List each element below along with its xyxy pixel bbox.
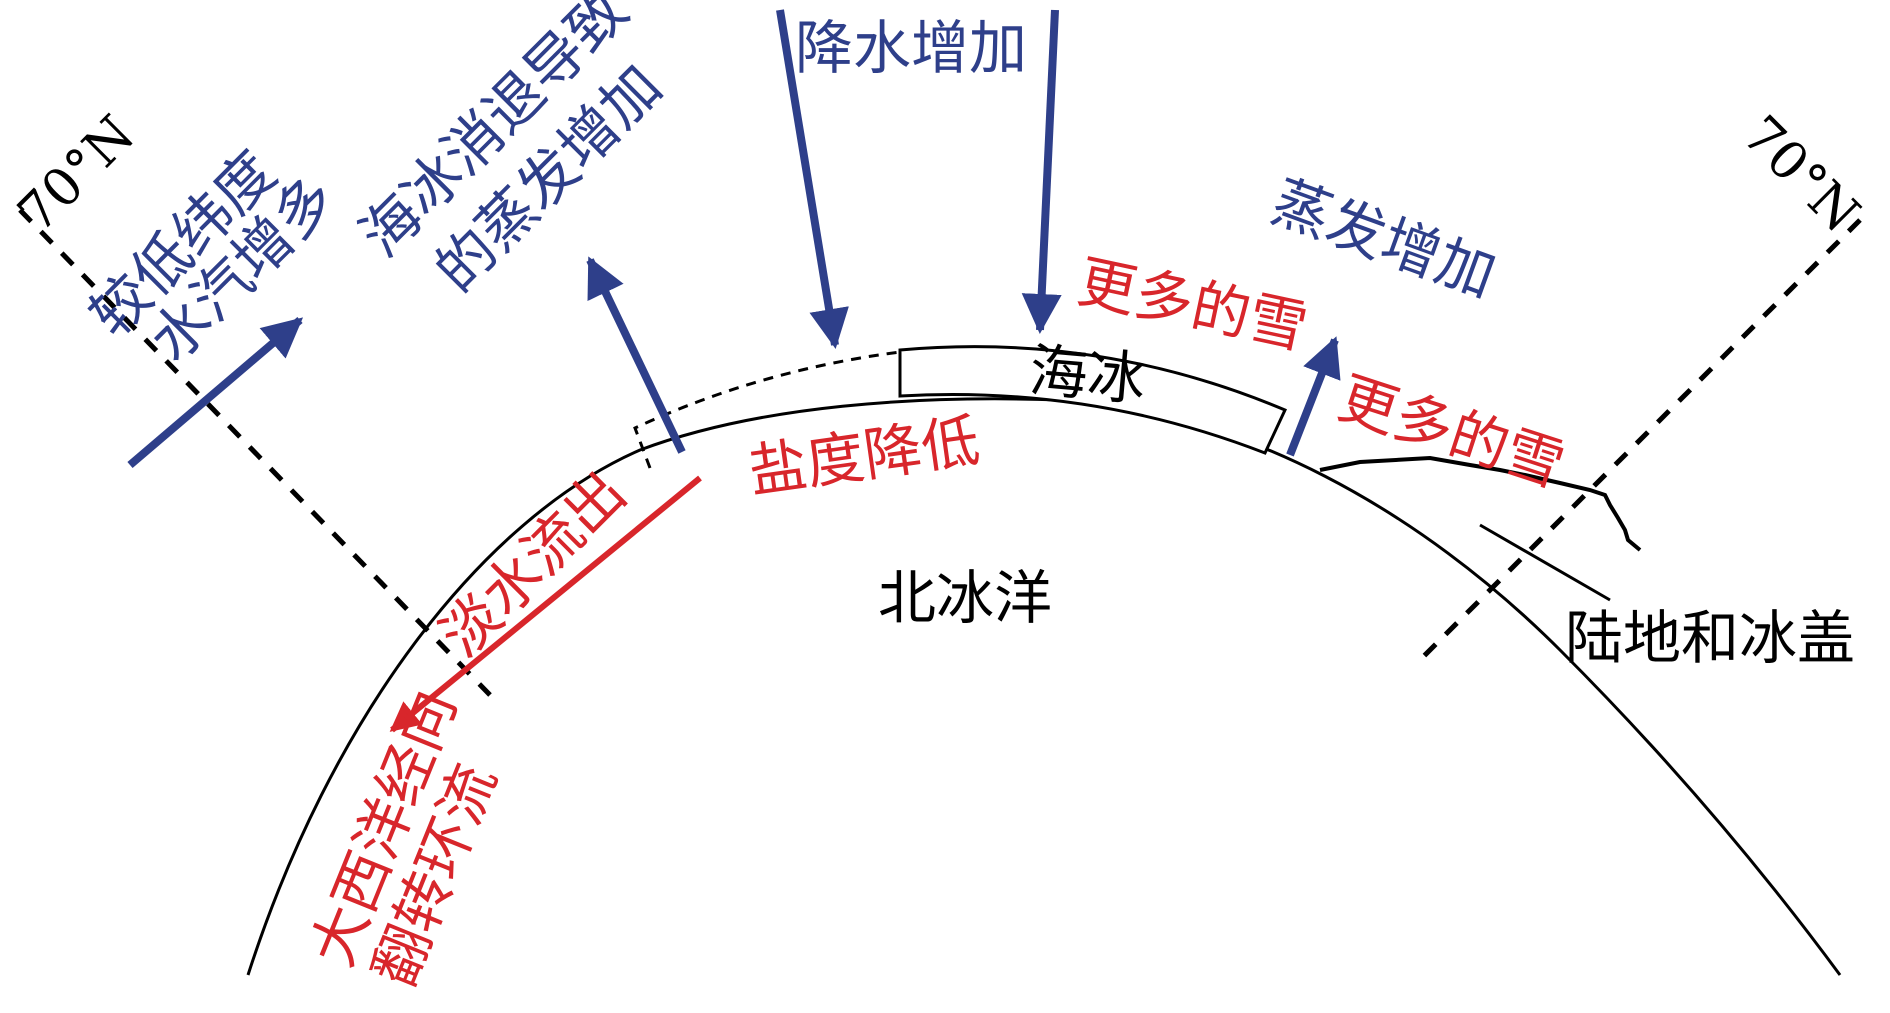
ocean-label: 北冰洋 bbox=[878, 564, 1052, 632]
precip-label: 降水增加 bbox=[795, 14, 1027, 82]
land-icecap-outline bbox=[1319, 455, 1642, 552]
lat-label-right: 70°N bbox=[1731, 105, 1871, 245]
lat-line-left bbox=[18, 208, 492, 697]
precip-arrow-left bbox=[776, 9, 849, 349]
sea-ice-label: 海冰 bbox=[1027, 336, 1149, 414]
ice-evap-arrow bbox=[586, 256, 686, 454]
ocean-arc bbox=[246, 397, 1842, 976]
freshwater-label: 淡水流出 bbox=[427, 458, 639, 670]
evap-arrow bbox=[1286, 336, 1341, 457]
lat-label-left: 70°N bbox=[7, 104, 147, 244]
freshwater-arrow bbox=[389, 475, 702, 733]
sea-ice-slab bbox=[898, 345, 1288, 455]
snow-label-right: 更多的雪 bbox=[1331, 364, 1573, 500]
salinity-label: 盐度降低 bbox=[744, 406, 983, 506]
evap-label: 蒸发增加 bbox=[1263, 167, 1504, 310]
vapor-arrow bbox=[127, 316, 304, 469]
land-label: 陆地和冰盖 bbox=[1565, 604, 1855, 672]
land-leader-line bbox=[1479, 523, 1611, 602]
precip-arrow-right bbox=[1021, 9, 1062, 334]
lat-line-right bbox=[1413, 218, 1862, 667]
